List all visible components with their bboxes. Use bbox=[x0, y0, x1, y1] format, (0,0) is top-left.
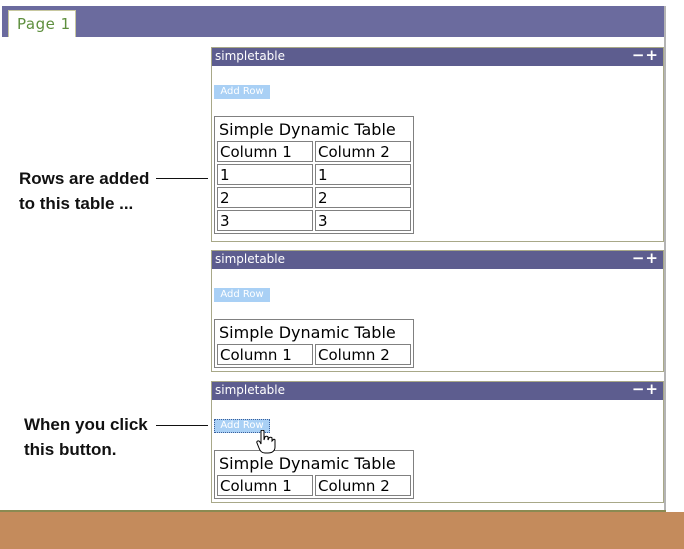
callout-line: Rows are added bbox=[19, 169, 150, 188]
table-cell: 2 bbox=[217, 187, 313, 208]
portlet-title: simpletable bbox=[215, 252, 286, 266]
table-cell: 3 bbox=[217, 210, 313, 231]
table-caption: Simple Dynamic Table bbox=[219, 453, 396, 473]
column-header: Column 1 bbox=[217, 141, 313, 162]
callout-line: this button. bbox=[24, 440, 117, 459]
table-row: 3 3 bbox=[217, 210, 411, 231]
hand-pointer-icon bbox=[256, 430, 276, 454]
tab-bar: Page 1 bbox=[2, 6, 664, 37]
table-cell: 3 bbox=[315, 210, 411, 231]
table-cell: 2 bbox=[315, 187, 411, 208]
callout-rows-added: Rows are added to this table ... bbox=[19, 166, 149, 216]
portlet-simpletable-2: simpletable −+ Add Row Simple Dynamic Ta… bbox=[211, 249, 664, 372]
minimize-maximize-controls[interactable]: −+ bbox=[631, 380, 659, 398]
callout-line: When you click bbox=[24, 415, 148, 434]
table-row: 2 2 bbox=[217, 187, 411, 208]
portlet-header: simpletable −+ bbox=[212, 46, 663, 66]
simple-dynamic-table: Simple Dynamic Table Column 1 Column 2 bbox=[214, 319, 414, 368]
column-header: Column 1 bbox=[217, 475, 313, 496]
torn-edge-decoration bbox=[0, 512, 684, 549]
table-header-row: Column 1 Column 2 bbox=[217, 344, 411, 365]
portlet-simpletable-3: simpletable −+ Add Row Simple Dynamic Ta… bbox=[211, 380, 664, 503]
callout-pointer-line bbox=[156, 425, 208, 426]
tab-page-1[interactable]: Page 1 bbox=[8, 10, 76, 37]
column-header: Column 2 bbox=[315, 475, 411, 496]
portlet-header: simpletable −+ bbox=[212, 380, 663, 400]
minimize-maximize-controls[interactable]: −+ bbox=[631, 249, 659, 267]
add-row-button[interactable]: Add Row bbox=[214, 419, 270, 433]
table-cell: 1 bbox=[315, 164, 411, 185]
portlet-header: simpletable −+ bbox=[212, 249, 663, 269]
callout-pointer-line bbox=[156, 178, 208, 179]
table-caption: Simple Dynamic Table bbox=[219, 322, 396, 342]
minimize-maximize-controls[interactable]: −+ bbox=[631, 46, 659, 64]
table-row: 1 1 bbox=[217, 164, 411, 185]
portlet-title: simpletable bbox=[215, 49, 286, 63]
add-row-button[interactable]: Add Row bbox=[214, 288, 270, 302]
column-header: Column 2 bbox=[315, 344, 411, 365]
table-header-row: Column 1 Column 2 bbox=[217, 141, 411, 162]
table-cell: 1 bbox=[217, 164, 313, 185]
portlet-title: simpletable bbox=[215, 383, 286, 397]
callout-click-button: When you click this button. bbox=[24, 412, 148, 462]
column-header: Column 2 bbox=[315, 141, 411, 162]
tab-label: Page 1 bbox=[17, 15, 71, 33]
callout-line: to this table ... bbox=[19, 194, 134, 213]
table-header-row: Column 1 Column 2 bbox=[217, 475, 411, 496]
simple-dynamic-table: Simple Dynamic Table Column 1 Column 2 1… bbox=[214, 116, 414, 234]
table-caption: Simple Dynamic Table bbox=[219, 119, 396, 139]
add-row-button[interactable]: Add Row bbox=[214, 85, 270, 99]
simple-dynamic-table: Simple Dynamic Table Column 1 Column 2 bbox=[214, 450, 414, 499]
portlet-simpletable-1: simpletable −+ Add Row Simple Dynamic Ta… bbox=[211, 46, 664, 242]
column-header: Column 1 bbox=[217, 344, 313, 365]
